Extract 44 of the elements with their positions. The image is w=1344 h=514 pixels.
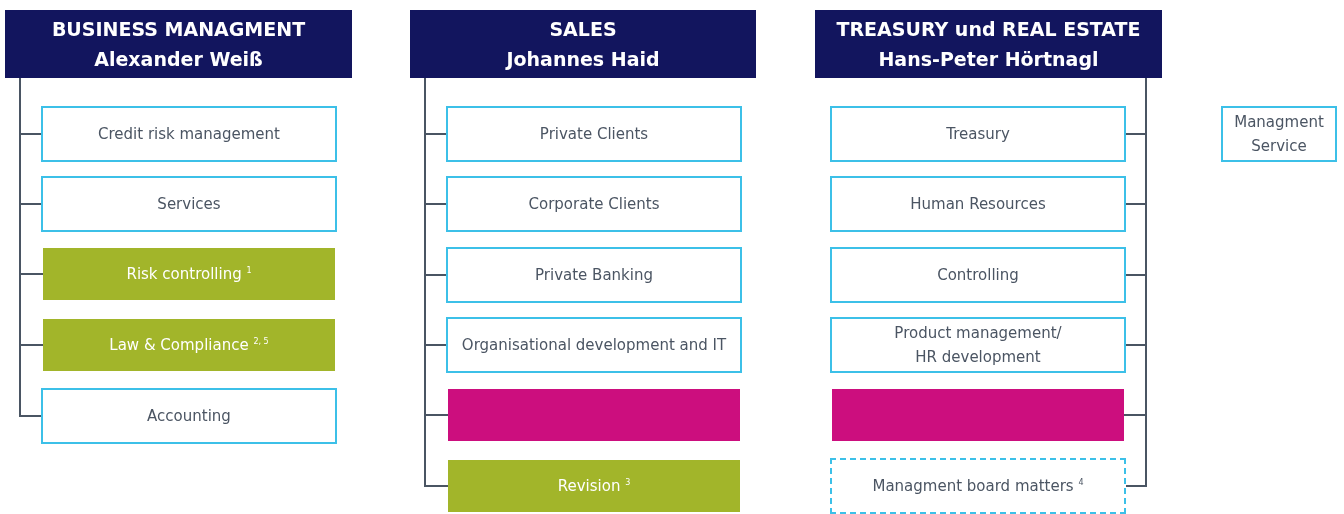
unit-box <box>830 317 1126 373</box>
unit-label: Corporate Clients <box>528 194 660 215</box>
unit-box <box>832 389 1124 441</box>
unit-box <box>448 389 740 441</box>
department-title: SALES <box>549 17 617 42</box>
director-name: Johannes Haid <box>506 47 660 72</box>
department-header <box>815 10 1162 78</box>
connector-line <box>19 77 42 417</box>
unit-label: Treasury <box>946 124 1010 145</box>
unit-box <box>446 176 742 232</box>
unit-label: Credit risk management <box>98 124 280 145</box>
unit-label: Private Banking <box>535 265 653 286</box>
unit-box <box>448 460 740 512</box>
unit-box <box>830 458 1126 514</box>
unit-label: Managment board matters $^{4}$ <box>872 476 1084 497</box>
unit-box <box>830 106 1126 162</box>
unit-label: Revision $^{3}$ <box>557 476 631 497</box>
unit-label: Services <box>157 194 221 215</box>
unit-label: Risk controlling $^{1}$ <box>126 264 252 285</box>
unit-box <box>446 317 742 373</box>
unit-box <box>43 319 335 371</box>
department-header <box>5 10 352 78</box>
unit-label: Private Clients <box>539 124 649 145</box>
unit-box <box>41 106 337 162</box>
unit-box <box>43 248 335 300</box>
unit-box <box>41 388 337 444</box>
department-header <box>410 10 756 78</box>
unit-box <box>446 247 742 303</box>
unit-box <box>41 176 337 232</box>
unit-box <box>830 247 1126 303</box>
department-title: BUSINESS MANAGMENT <box>51 17 306 42</box>
unit-label: Controlling <box>937 265 1019 286</box>
department-title: TREASURY und REAL ESTATE <box>836 17 1141 42</box>
unit-label: Accounting <box>147 406 231 427</box>
unit-box <box>1221 106 1337 162</box>
unit-label: Human Resources <box>910 194 1046 215</box>
director-name: Hans-Peter Hörtnagl <box>878 47 1099 72</box>
unit-box <box>446 106 742 162</box>
unit-label: Product management/ HR development <box>894 323 1062 368</box>
unit-label: Law & Compliance $^{2, 5}$ <box>109 335 269 356</box>
unit-label: Organisational development and IT <box>461 335 727 356</box>
director-name: Alexander Weiß <box>94 47 263 72</box>
unit-box <box>830 176 1126 232</box>
unit-label: Managment Service <box>1233 112 1325 157</box>
